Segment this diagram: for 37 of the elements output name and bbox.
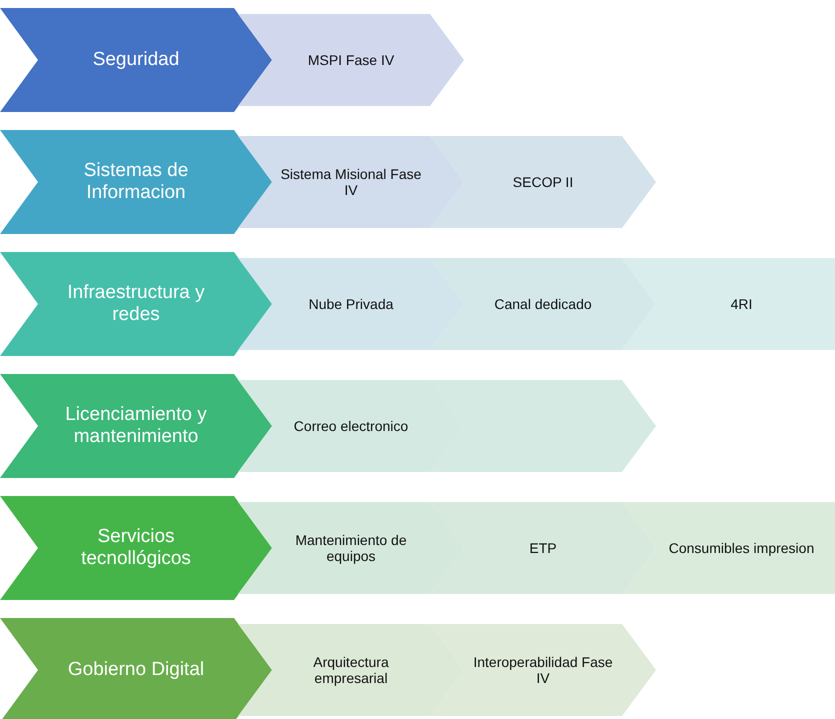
process-step	[238, 258, 464, 350]
process-step	[238, 380, 464, 472]
category-label: Servicios tecnollógicos	[80, 526, 192, 570]
process-step	[430, 258, 656, 350]
process-step	[430, 624, 656, 716]
process-step	[622, 502, 835, 594]
category-step	[0, 8, 272, 112]
item-label: SECOP II	[512, 174, 574, 190]
category-step	[0, 374, 272, 478]
item-label: 4RI	[730, 296, 752, 312]
process-step	[622, 258, 835, 350]
process-step	[238, 14, 464, 106]
item-label: MSPI Fase IV	[308, 52, 394, 68]
category-step	[0, 496, 272, 600]
item-label: Consumibles impresion	[668, 540, 814, 556]
process-step	[430, 502, 656, 594]
process-step	[238, 136, 464, 228]
item-label: Interoperabilidad Fase IV	[472, 654, 614, 686]
item-label: ETP	[529, 540, 557, 556]
item-label: Arquitectura empresarial	[312, 654, 390, 686]
process-step	[238, 624, 464, 716]
item-label: Mantenimiento de equipos	[294, 532, 408, 564]
category-label: Licenciamiento y mantenimiento	[64, 404, 208, 448]
process-step	[430, 136, 656, 228]
category-label: Infraestructura y redes	[66, 282, 206, 326]
category-label: Gobierno Digital	[68, 659, 204, 681]
process-step	[430, 380, 656, 472]
item-label: Sistema Misional Fase IV	[280, 166, 422, 198]
category-step	[0, 252, 272, 356]
category-label: Seguridad	[92, 49, 180, 71]
category-label: Sistemas de Informacion	[82, 160, 190, 204]
category-step	[0, 130, 272, 234]
item-label: Nube Privada	[308, 296, 394, 312]
item-label: Canal dedicado	[494, 296, 592, 312]
item-label: Correo electronico	[294, 418, 408, 434]
process-step	[238, 502, 464, 594]
category-step	[0, 618, 272, 719]
